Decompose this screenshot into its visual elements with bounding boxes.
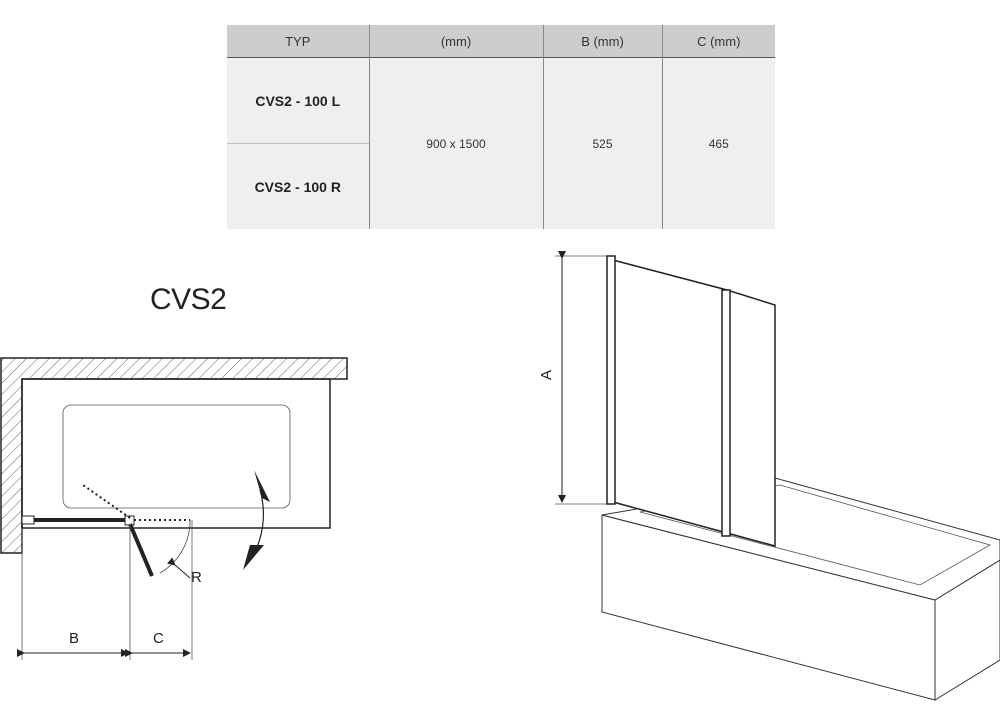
size-cell: 900 x 1500 bbox=[369, 57, 544, 229]
radius-leader bbox=[167, 557, 191, 579]
label-a: A bbox=[538, 370, 555, 380]
table-row: CVS2 - 100 L 900 x 1500 525 465 bbox=[227, 57, 775, 229]
wall-post bbox=[606, 255, 616, 505]
label-b: B bbox=[69, 630, 79, 647]
wall-bracket bbox=[21, 515, 35, 525]
plan-view: R B C bbox=[0, 357, 348, 660]
rotation-arrowhead-top bbox=[254, 470, 270, 502]
model-cell: CVS2 - 100 L bbox=[227, 57, 370, 144]
bathtub-outline bbox=[21, 378, 331, 529]
label-c: C bbox=[153, 630, 164, 647]
swing-panel bbox=[128, 523, 154, 577]
perspective-view: A bbox=[538, 251, 1000, 701]
glass-panel-fixed bbox=[612, 259, 728, 534]
radius-arc bbox=[159, 519, 191, 574]
header-size: (mm) bbox=[369, 25, 544, 58]
rotation-arrowhead-bottom bbox=[243, 545, 264, 570]
panel-open-dotted bbox=[82, 484, 131, 519]
spec-table: TYP (mm) B (mm) C (mm) CVS2 - 100 L 900 … bbox=[227, 25, 775, 229]
wall-hatch bbox=[0, 357, 348, 554]
header-c: C (mm) bbox=[662, 25, 775, 58]
header-b: B (mm) bbox=[543, 25, 663, 58]
table-row: CVS2 - 100 R bbox=[227, 143, 775, 229]
hinge-post bbox=[721, 289, 731, 537]
glass-panel-swing bbox=[726, 288, 776, 547]
bathtub-inner bbox=[62, 404, 291, 509]
header-typ: TYP bbox=[227, 25, 370, 58]
model-cell: CVS2 - 100 R bbox=[227, 143, 370, 229]
table-header-row: TYP (mm) B (mm) C (mm) bbox=[227, 25, 775, 58]
diagram-title: CVS2 bbox=[150, 283, 227, 316]
b-cell: 525 bbox=[543, 57, 663, 229]
c-cell: 465 bbox=[662, 57, 775, 229]
label-r: R bbox=[191, 569, 202, 586]
